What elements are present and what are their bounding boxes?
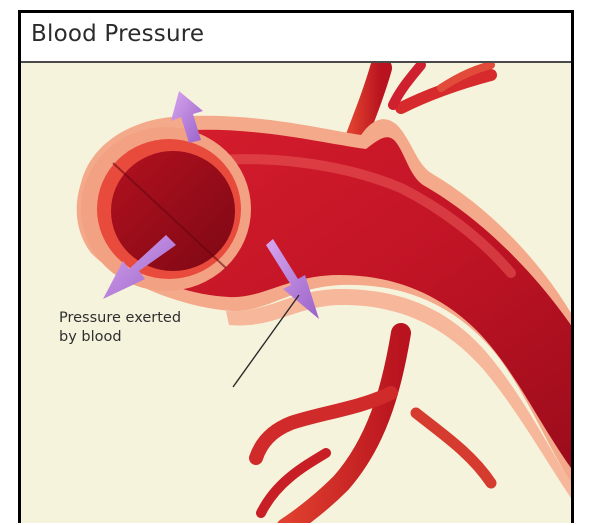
lower-branches xyxy=(256,333,491,523)
diagram-title: Blood Pressure xyxy=(31,21,204,47)
diagram-header: Blood Pressure xyxy=(21,13,571,61)
blood-vessel-illustration xyxy=(21,63,571,523)
pressure-callout-label: Pressure exerted by blood xyxy=(59,309,181,347)
diagram-frame: Blood Pressure xyxy=(18,10,574,523)
diagram-panel: Blood Pressure xyxy=(21,13,571,523)
vessel-cross-section xyxy=(81,127,251,291)
